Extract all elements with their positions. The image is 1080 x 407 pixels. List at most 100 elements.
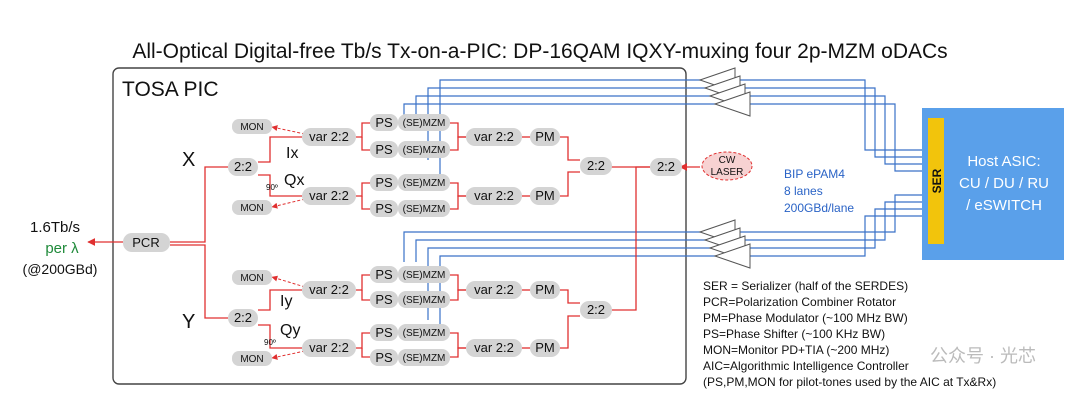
host-asic-block <box>922 108 1064 260</box>
ps-block-7 <box>370 324 398 341</box>
mzm-label-5: (SE)MZM <box>403 270 446 281</box>
mon-label-xi: MON <box>240 122 263 133</box>
splitter-x-iq <box>228 158 258 176</box>
ps-label-1: PS <box>375 115 393 130</box>
mzm-label-1: (SE)MZM <box>403 118 446 129</box>
mzm-label-3: (SE)MZM <box>403 178 446 189</box>
ps-mzm-rows: PS (SE)MZM PS (SE)MZM PS (SE)MZM PS (SE)… <box>370 114 450 366</box>
mzm-label-8: (SE)MZM <box>403 353 446 364</box>
legend-pcr: PCR=Polarization Combiner Rotator <box>703 295 896 309</box>
ps-block-8 <box>370 349 398 366</box>
cw-laser <box>701 151 753 181</box>
ps-block-5 <box>370 266 398 283</box>
pm-block-3 <box>530 281 560 299</box>
mon-blocks: MON MON MON MON <box>232 119 272 366</box>
mzm-label-6: (SE)MZM <box>403 295 446 306</box>
mzm-block-1 <box>398 114 450 131</box>
mon-block-xq <box>232 200 272 215</box>
legend: SER = Serializer (half of the SERDES) PC… <box>703 279 996 389</box>
ps-label-7: PS <box>375 325 393 340</box>
var-right-label-2: var 2:2 <box>474 188 514 203</box>
var-label-yq: var 2:2 <box>309 340 349 355</box>
legend-mon: MON=Monitor PD+TIA (~200 MHz) <box>703 343 889 357</box>
splitter-main-label: 2:2 <box>657 159 675 174</box>
mzm-block-3 <box>398 174 450 191</box>
legend-pilot: (PS,PM,MON for pilot-tones used by the A… <box>703 375 996 389</box>
ix-label: Ix <box>286 145 298 162</box>
mzm-block-5 <box>398 266 450 283</box>
var-left-blocks: var 2:2 var 2:2 var 2:2 var 2:2 <box>302 128 356 357</box>
var-block-xi <box>302 128 356 146</box>
ps-label-2: PS <box>375 142 393 157</box>
ninety-x-label: 90º <box>266 183 278 192</box>
ps-label-6: PS <box>375 292 393 307</box>
ser-label: SER <box>930 168 944 193</box>
ps-block-2 <box>370 141 398 158</box>
mon-block-yq <box>232 351 272 366</box>
splitter-main <box>650 158 682 176</box>
var-right-pm-blocks: var 2:2 PM var 2:2 PM var 2:2 PM var 2:2… <box>466 128 560 357</box>
ps-block-3 <box>370 174 398 191</box>
pm-label-2: PM <box>535 188 555 203</box>
ps-block-6 <box>370 291 398 308</box>
splitter-x-pm-label: 2:2 <box>587 158 605 173</box>
pcr-label: PCR <box>132 235 159 250</box>
watermark: 公众号 · 光芯 <box>930 346 1036 366</box>
var-block-xq <box>302 187 356 205</box>
pol-y-label: Y <box>182 311 195 333</box>
mon-label-xq: MON <box>240 203 263 214</box>
mon-label-yq: MON <box>240 354 263 365</box>
asic-line-1: Host ASIC: <box>967 153 1040 170</box>
pm-label-4: PM <box>535 340 555 355</box>
splitter-y-iq-label: 2:2 <box>234 310 252 325</box>
var-right-block-1 <box>466 128 522 146</box>
splitter-y-pm-label: 2:2 <box>587 302 605 317</box>
legend-pm: PM=Phase Modulator (~100 MHz BW) <box>703 311 908 325</box>
mon-block-yi <box>232 270 272 285</box>
pm-block-2 <box>530 187 560 205</box>
var-label-xi: var 2:2 <box>309 129 349 144</box>
link-line-1: BIP ePAM4 <box>784 167 845 181</box>
ninety-y-label: 90º <box>264 338 276 347</box>
legend-ps: PS=Phase Shifter (~100 KHz BW) <box>703 327 885 341</box>
mzm-block-2 <box>398 141 450 158</box>
splitter-y-iq <box>228 309 258 327</box>
var-label-xq: var 2:2 <box>309 188 349 203</box>
mzm-label-2: (SE)MZM <box>403 145 446 156</box>
mon-label-yi: MON <box>240 273 263 284</box>
ps-block-4 <box>370 200 398 217</box>
driver-triangles-lower <box>698 219 751 269</box>
var-right-label-4: var 2:2 <box>474 340 514 355</box>
pm-block-1 <box>530 128 560 146</box>
var-label-yi: var 2:2 <box>309 282 349 297</box>
output-per-lambda: per λ <box>45 240 79 257</box>
var-block-yi <box>302 281 356 299</box>
var-right-label-1: var 2:2 <box>474 129 514 144</box>
mzm-block-4 <box>398 200 450 217</box>
mzm-label-7: (SE)MZM <box>403 328 446 339</box>
var-right-label-3: var 2:2 <box>474 282 514 297</box>
cw-laser-label-2: LASER <box>711 167 744 178</box>
output-rate: 1.6Tb/s <box>30 219 80 236</box>
diagram-title: All-Optical Digital-free Tb/s Tx-on-a-PI… <box>132 40 947 63</box>
lower-lane-wires <box>403 194 922 340</box>
var-block-yq <box>302 339 356 357</box>
var-right-block-4 <box>466 339 522 357</box>
qy-label: Qy <box>280 322 300 339</box>
mzm-block-8 <box>398 349 450 366</box>
mon-taps <box>271 125 306 360</box>
ps-label-8: PS <box>375 350 393 365</box>
ser-block <box>928 118 944 244</box>
driver-triangles-upper <box>698 67 751 117</box>
pcr-block <box>123 233 170 252</box>
var-right-block-2 <box>466 187 522 205</box>
ps-label-4: PS <box>375 201 393 216</box>
pol-x-label: X <box>182 149 195 171</box>
iy-label: Iy <box>280 293 292 310</box>
splitter-blocks: 2:2 2:2 2:2 2:2 2:2 <box>228 157 682 327</box>
var-right-block-3 <box>466 281 522 299</box>
splitter-x-pm <box>580 157 612 175</box>
qx-label: Qx <box>284 172 304 189</box>
mon-block-xi <box>232 119 272 134</box>
